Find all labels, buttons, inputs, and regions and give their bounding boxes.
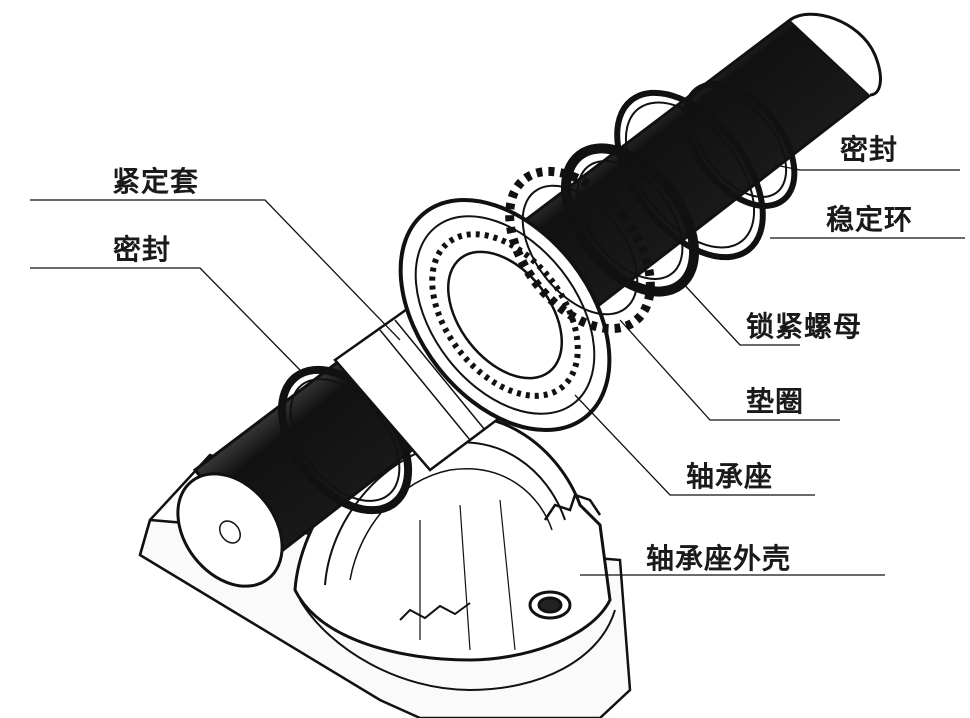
leader-washer xyxy=(619,319,840,421)
label-bearing-seat: 轴承座 xyxy=(686,460,774,493)
leader-tighten-sleeve xyxy=(30,199,401,341)
leader-seal-right xyxy=(774,164,960,171)
label-washer: 垫圈 xyxy=(746,385,805,418)
leader-lines xyxy=(30,164,965,576)
label-seal-left: 密封 xyxy=(113,233,172,266)
seal-right-ring xyxy=(614,81,798,261)
washer xyxy=(505,166,655,334)
label-lock-nut: 锁紧螺母 xyxy=(746,310,863,343)
label-bearing-housing: 轴承座外壳 xyxy=(646,542,792,575)
label-tighten-sleeve: 紧定套 xyxy=(112,165,200,198)
leader-bearing-seat xyxy=(574,394,815,496)
leader-seal-left xyxy=(30,267,301,371)
lock-nut xyxy=(560,143,700,297)
label-seal-right: 密封 xyxy=(840,133,899,166)
label-stabilizing-ring: 稳定环 xyxy=(826,203,914,236)
leader-lock-nut xyxy=(679,279,800,346)
